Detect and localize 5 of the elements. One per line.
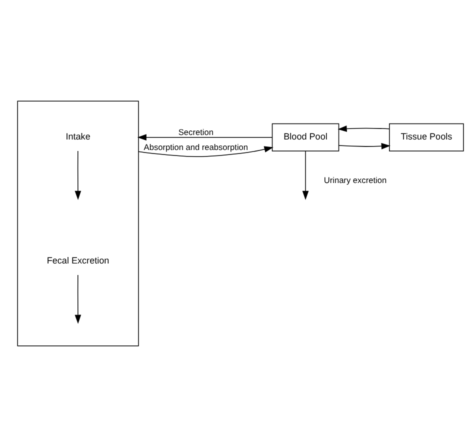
edge-label: Absorption and reabsorption	[144, 142, 248, 152]
edge-label: Urinary excretion	[324, 174, 387, 185]
node-text: Intake	[66, 132, 90, 142]
node-text: Fecal Excretion	[46, 256, 110, 266]
edge-label: Secretion	[178, 126, 214, 137]
